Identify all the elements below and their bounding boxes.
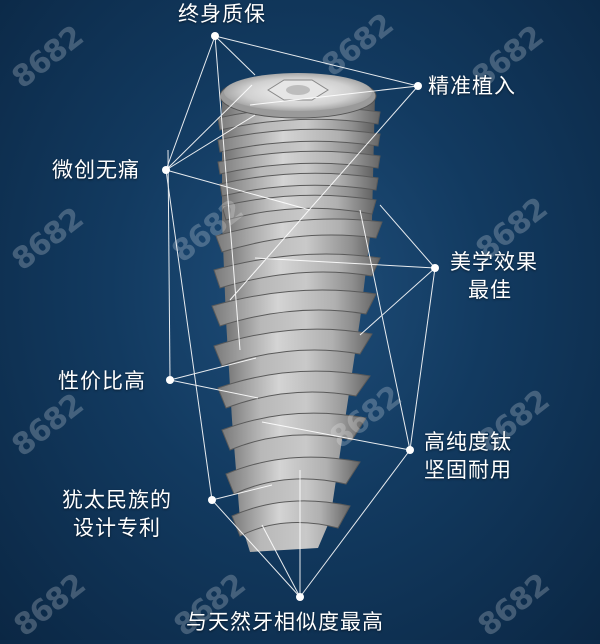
node-patent bbox=[208, 496, 216, 504]
label-minimal-invasive: 微创无痛 bbox=[52, 158, 140, 182]
label-patent-line1: 犹太民族的 bbox=[62, 488, 172, 512]
label-titanium-line2: 坚固耐用 bbox=[424, 458, 512, 482]
connector-lines bbox=[165, 35, 436, 598]
node-value bbox=[166, 376, 174, 384]
label-precise-implant: 精准植入 bbox=[428, 74, 516, 98]
label-aesthetic-line2: 最佳 bbox=[468, 278, 512, 302]
label-patent-line2: 设计专利 bbox=[73, 516, 161, 540]
label-aesthetic: 美学效果 最佳 bbox=[450, 248, 538, 304]
node-precise bbox=[414, 82, 422, 90]
implant-body bbox=[211, 73, 383, 552]
label-cost-effective: 性价比高 bbox=[58, 369, 146, 393]
label-aesthetic-line1: 美学效果 bbox=[450, 250, 538, 274]
implant-collar bbox=[219, 73, 377, 119]
label-natural-tooth: 与天然牙相似度最高 bbox=[186, 610, 384, 634]
node-titanium bbox=[406, 446, 414, 454]
node-minimal bbox=[162, 166, 170, 174]
node-bottom bbox=[296, 593, 304, 601]
label-titanium: 高纯度钛 坚固耐用 bbox=[424, 428, 512, 484]
connector-nodes bbox=[162, 32, 439, 601]
label-lifetime-warranty: 终身质保 bbox=[178, 2, 266, 26]
implant-threads bbox=[211, 106, 383, 537]
label-patent: 犹太民族的 设计专利 bbox=[62, 486, 172, 542]
node-top bbox=[211, 32, 219, 40]
node-aesthetic bbox=[431, 264, 439, 272]
label-titanium-line1: 高纯度钛 bbox=[424, 430, 512, 454]
